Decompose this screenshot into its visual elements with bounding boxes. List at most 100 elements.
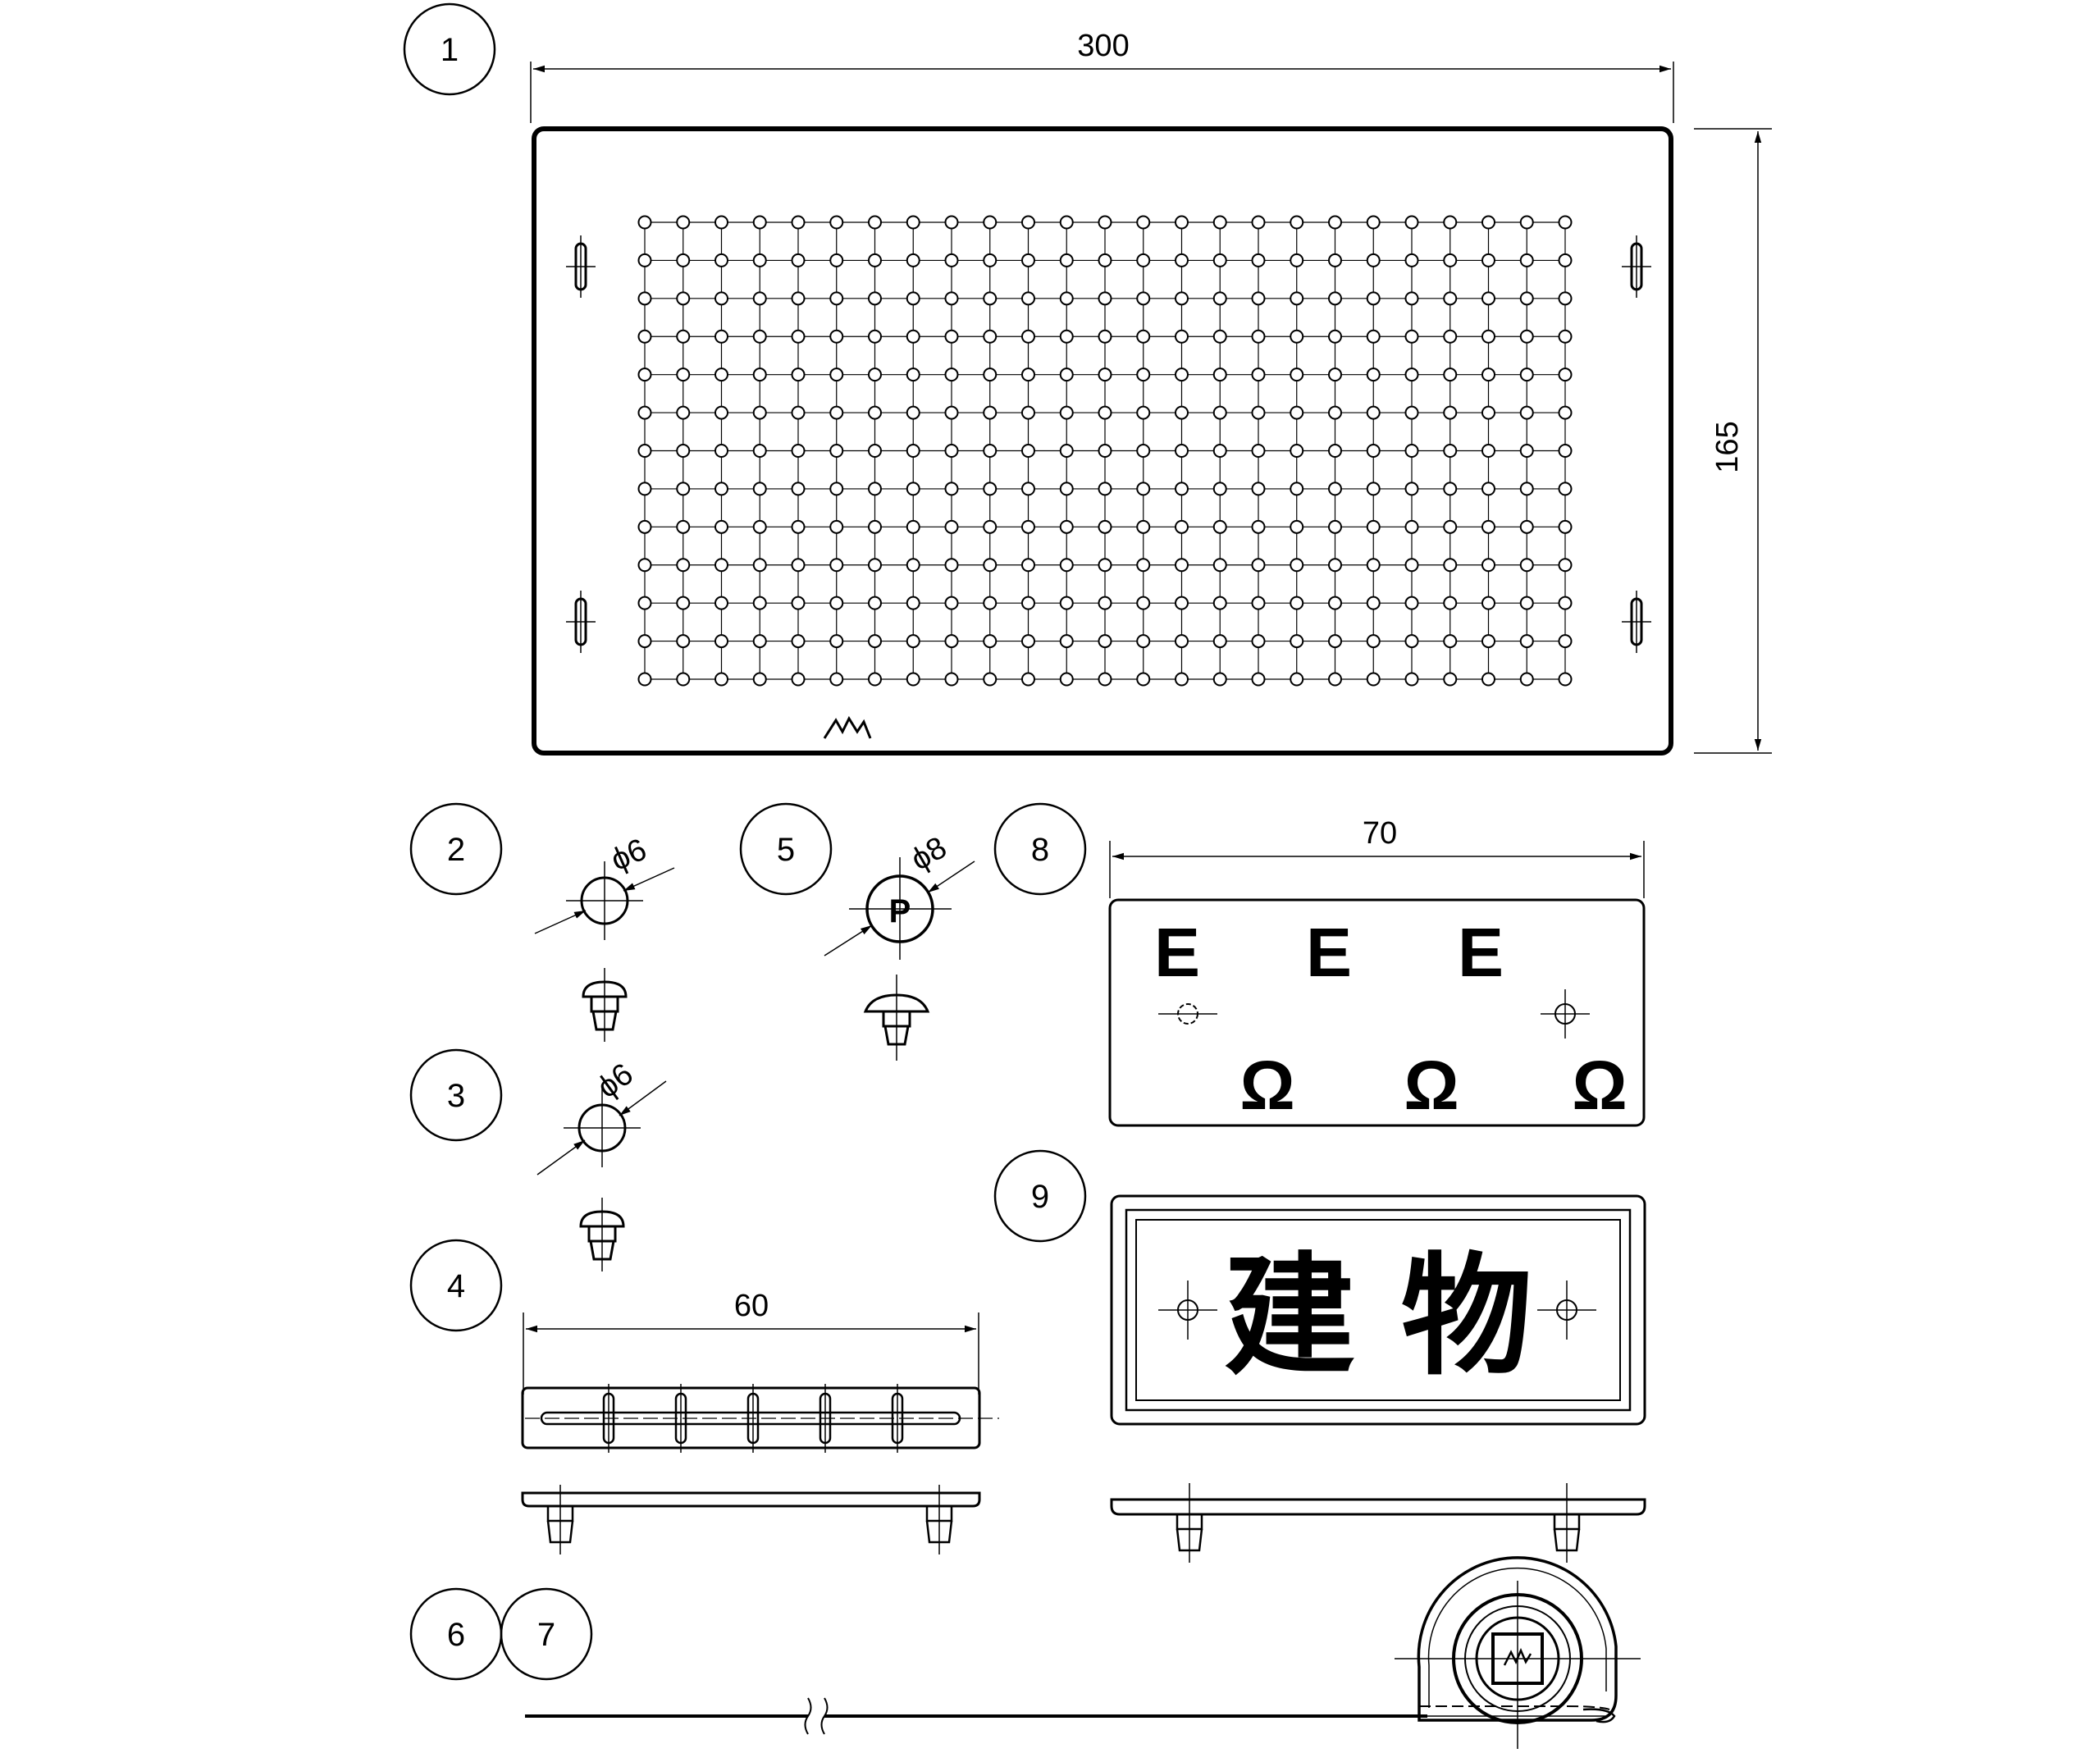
panel-hole <box>868 215 882 230</box>
panel-hole <box>1519 672 1534 687</box>
panel-hole <box>1251 215 1266 230</box>
panel-hole <box>829 482 844 496</box>
panel-hole <box>1404 367 1419 382</box>
panel-hole <box>1519 291 1534 306</box>
callout-1: 1 <box>403 2 496 96</box>
panel-hole <box>1519 367 1534 382</box>
panel-hole <box>1558 291 1573 306</box>
panel-hole <box>791 672 806 687</box>
panel-hole <box>1021 519 1035 534</box>
panel-hole <box>676 558 691 573</box>
panel-hole <box>714 215 728 230</box>
panel-hole <box>1021 405 1035 420</box>
panel-hole <box>791 634 806 649</box>
panel-hole <box>1098 367 1112 382</box>
panel-hole <box>1328 444 1342 458</box>
panel-hole <box>1251 672 1266 687</box>
panel-hole <box>1443 482 1458 496</box>
panel-hole <box>1175 367 1189 382</box>
panel-hole <box>714 405 728 420</box>
strip-peg <box>746 1384 760 1453</box>
panel-hole <box>714 482 728 496</box>
panel-hole <box>1481 405 1495 420</box>
panel-hole <box>714 558 728 573</box>
panel-hole <box>676 482 691 496</box>
panel-hole <box>1175 215 1189 230</box>
panel-hole <box>1251 253 1266 267</box>
callout-5: 5 <box>739 802 833 896</box>
panel-hole <box>1290 444 1304 458</box>
kanji-sign-side-view <box>1110 1483 1646 1563</box>
panel-hole <box>1404 596 1419 610</box>
panel-hole <box>1328 482 1342 496</box>
panel-hole <box>637 405 652 420</box>
panel-hole <box>829 634 844 649</box>
panel-hole <box>1136 672 1151 687</box>
panel-hole <box>1443 558 1458 573</box>
panel-hole <box>1558 329 1573 344</box>
panel-hole <box>1328 634 1342 649</box>
panel-hole <box>752 596 767 610</box>
panel-hole <box>1558 672 1573 687</box>
svg-text:6: 6 <box>447 1617 465 1653</box>
panel-hole <box>1059 634 1074 649</box>
panel-hole <box>944 558 959 573</box>
panel-hole <box>1481 215 1495 230</box>
panel-width-dimension: 300 <box>530 29 1674 123</box>
panel-hole <box>1021 672 1035 687</box>
panel-hole <box>1059 405 1074 420</box>
strip-peg <box>891 1384 904 1453</box>
panel-hole <box>1059 558 1074 573</box>
crosshair-icon <box>1158 1281 1217 1340</box>
pin-6mm-part-2: ϕ6 <box>534 833 675 1042</box>
panel-hole <box>983 482 998 496</box>
panel-hole <box>1136 329 1151 344</box>
panel-hole <box>944 291 959 306</box>
panel-hole <box>1175 329 1189 344</box>
panel-hole <box>1021 291 1035 306</box>
panel-hole <box>1366 519 1381 534</box>
panel-hole <box>637 367 652 382</box>
panel-hole <box>1059 367 1074 382</box>
panel-hole <box>983 519 998 534</box>
panel-hole <box>1212 367 1227 382</box>
tape-measure-icon <box>1395 1556 1641 1749</box>
pin-2-side-view <box>582 968 628 1042</box>
panel-hole <box>1212 215 1227 230</box>
panel-hole <box>1443 519 1458 534</box>
panel-hole <box>1519 482 1534 496</box>
panel-hole <box>1558 444 1573 458</box>
panel-hole <box>714 672 728 687</box>
panel-hole <box>1059 519 1074 534</box>
panel-hole <box>1175 253 1189 267</box>
panel-hole <box>983 672 998 687</box>
panel-hole <box>868 367 882 382</box>
panel-hole <box>829 444 844 458</box>
panel-hole <box>1021 596 1035 610</box>
panel-hole <box>944 672 959 687</box>
panel-hole <box>1558 596 1573 610</box>
panel-hole <box>1059 482 1074 496</box>
panel-hole <box>714 367 728 382</box>
panel-hole <box>1558 253 1573 267</box>
panel-hole <box>714 253 728 267</box>
svg-text:9: 9 <box>1031 1179 1049 1215</box>
panel-hole <box>1021 215 1035 230</box>
panel-hole <box>944 215 959 230</box>
panel-hole <box>1481 291 1495 306</box>
panel-hole <box>1175 596 1189 610</box>
panel-hole <box>944 444 959 458</box>
pin-3-diameter-label: ϕ6 <box>591 1057 640 1105</box>
callout-6: 6 <box>409 1587 503 1681</box>
panel-hole <box>1290 253 1304 267</box>
panel-hole <box>1404 405 1419 420</box>
panel-hole <box>829 519 844 534</box>
panel-hole <box>791 596 806 610</box>
panel-hole <box>1558 367 1573 382</box>
panel-hole <box>906 329 920 344</box>
panel-hole <box>1098 215 1112 230</box>
panel-hole <box>1212 444 1227 458</box>
panel-hole <box>1098 405 1112 420</box>
panel-hole <box>1328 519 1342 534</box>
panel-hole <box>983 291 998 306</box>
